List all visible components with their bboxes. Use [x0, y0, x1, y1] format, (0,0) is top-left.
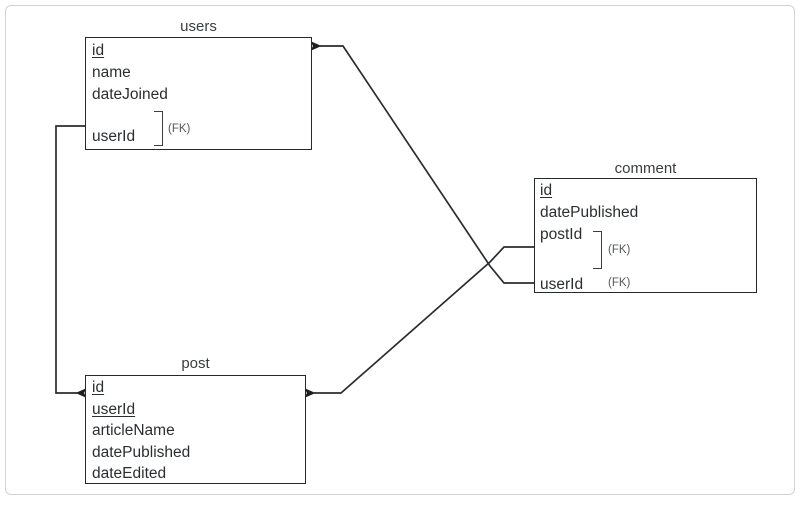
- attribute-users-name: name: [92, 64, 131, 81]
- entity-box-post[interactable]: id userId articleName datePublished date…: [85, 375, 306, 484]
- attribute-comment-id: id: [540, 182, 553, 199]
- attribute-users-datejoined: dateJoined: [92, 86, 168, 103]
- connector-comment-userid-to-users: [310, 41, 534, 284]
- fk-label-comment-postid: (FK): [608, 244, 631, 256]
- entity-title-post: post: [181, 355, 210, 372]
- entity-box-comment[interactable]: id datePublished postId userId (FK) (FK): [534, 178, 757, 293]
- fk-label-comment-userid: (FK): [608, 277, 631, 289]
- fk-bracket-comment-postid: [593, 231, 602, 269]
- connector-users-userid-to-post: [55, 125, 87, 398]
- attribute-users-userid: userId: [92, 128, 136, 145]
- attribute-post-id: id: [92, 379, 105, 396]
- fk-label-users-userid: (FK): [168, 123, 191, 135]
- fk-bracket-users-userid: [154, 111, 163, 146]
- entity-box-users[interactable]: id name dateJoined userId (FK): [85, 37, 312, 150]
- attribute-post-dateedited: dateEdited: [92, 465, 167, 482]
- attribute-comment-userid: userId: [540, 276, 584, 293]
- attribute-comment-datepublished: datePublished: [540, 204, 639, 221]
- attribute-post-userid: userId: [92, 401, 136, 418]
- attribute-comment-postid: postId: [540, 226, 583, 243]
- entity-title-users: users: [180, 18, 217, 35]
- attribute-post-articlename: articleName: [92, 422, 175, 439]
- entity-title-comment: comment: [614, 160, 677, 177]
- connector-comment-postid-to-post: [304, 246, 534, 398]
- attribute-users-id: id: [92, 42, 105, 59]
- attribute-post-datepublished: datePublished: [92, 444, 191, 461]
